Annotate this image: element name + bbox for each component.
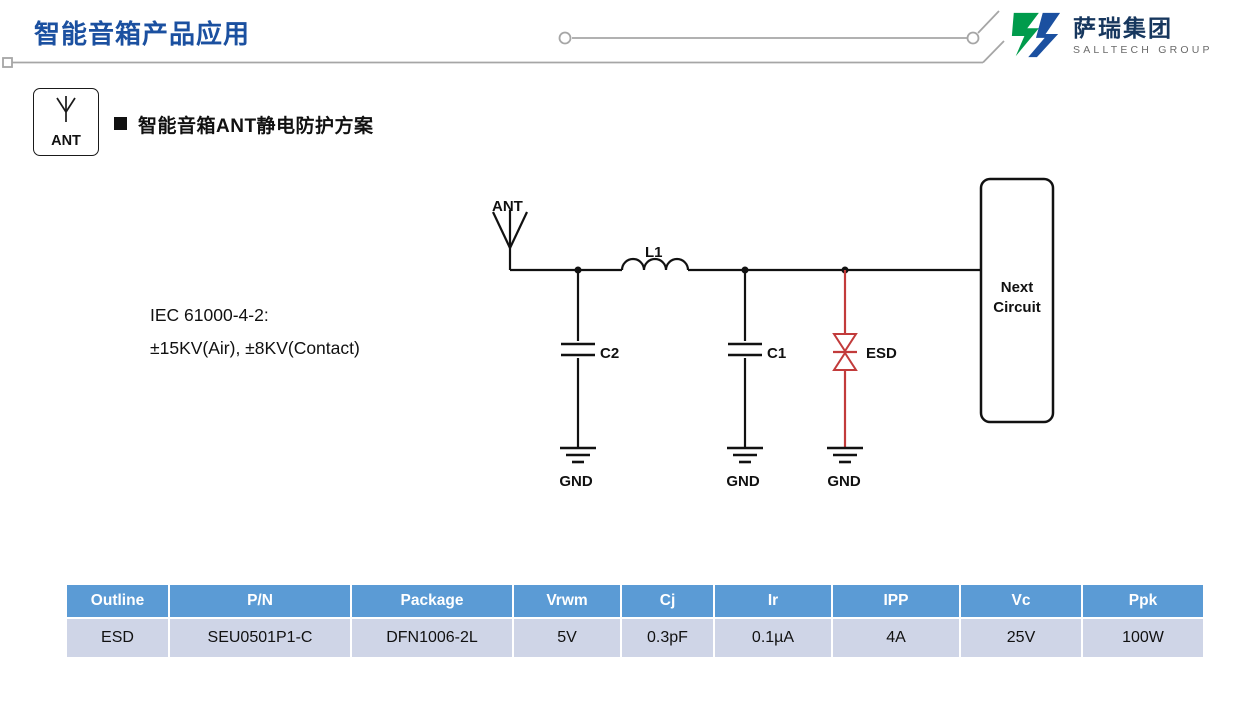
logo-name-cn: 萨瑞集团: [1073, 14, 1173, 41]
iec-note: IEC 61000-4-2: ±15KV(Air), ±8KV(Contact): [150, 299, 360, 365]
decor-circle-right: [966, 31, 980, 45]
gnd-label-2: GND: [726, 473, 760, 490]
spec-table-header-row: Outline P/N Package Vrwm Cj Ir IPP Vc Pp…: [65, 583, 1205, 619]
decor-circle-left: [558, 31, 572, 45]
ant-box-label: ANT: [51, 133, 81, 149]
inductor-l1: [620, 257, 690, 271]
section-heading: 智能音箱ANT静电防护方案: [114, 111, 374, 138]
gnd-symbol-c1: [727, 446, 763, 464]
section-heading-text: 智能音箱ANT静电防护方案: [138, 116, 374, 137]
capacitor-c2: [561, 270, 595, 448]
logo-name-en: SALLTECH GROUP: [1073, 43, 1213, 56]
cell-package: DFN1006-2L: [350, 617, 514, 659]
cell-cj: 0.3pF: [620, 617, 715, 659]
logo: 萨瑞集团 SALLTECH GROUP: [1006, 8, 1213, 62]
spec-table: Outline P/N Package Vrwm Cj Ir IPP Vc Pp…: [65, 583, 1205, 659]
c2-label: C2: [600, 345, 619, 362]
spec-table-data-row: ESD SEU0501P1-C DFN1006-2L 5V 0.3pF 0.1µ…: [65, 617, 1205, 659]
col-header-package: Package: [350, 583, 514, 619]
logo-mark-icon: [1011, 12, 1061, 58]
antenna-symbol: [492, 210, 528, 270]
decor-square: [2, 57, 13, 68]
logo-text: 萨瑞集团 SALLTECH GROUP: [1073, 15, 1213, 56]
cell-vrwm: 5V: [512, 617, 622, 659]
esd-label: ESD: [866, 345, 897, 362]
l1-label: L1: [645, 244, 663, 261]
cell-vc: 25V: [959, 617, 1083, 659]
cell-ipp: 4A: [831, 617, 961, 659]
esd-tvs-diode: [832, 270, 858, 448]
col-header-ppk: Ppk: [1081, 583, 1205, 619]
next-circuit-label-line1: Next: [1001, 279, 1034, 296]
col-header-outline: Outline: [65, 583, 170, 619]
col-header-vrwm: Vrwm: [512, 583, 622, 619]
next-circuit-box: [979, 177, 1055, 424]
col-header-ipp: IPP: [831, 583, 961, 619]
gnd-symbol-esd: [827, 446, 863, 464]
c1-label: C1: [767, 345, 786, 362]
bullet-square-icon: [114, 117, 127, 130]
page-title: 智能音箱产品应用: [34, 19, 251, 49]
iec-note-line1: IEC 61000-4-2:: [150, 305, 269, 325]
circuit-diagram: ANT L1 C2: [492, 177, 1055, 490]
ant-label: ANT: [492, 198, 523, 215]
col-header-pn: P/N: [168, 583, 352, 619]
gnd-symbol-c2: [560, 446, 596, 464]
col-header-ir: Ir: [713, 583, 833, 619]
cell-ir: 0.1µA: [713, 617, 833, 659]
next-circuit-label-line2: Circuit: [993, 299, 1041, 316]
gnd-label-3: GND: [827, 473, 861, 490]
iec-note-line2: ±15KV(Air), ±8KV(Contact): [150, 338, 360, 358]
cell-pn: SEU0501P1-C: [168, 617, 352, 659]
antenna-icon: [56, 96, 76, 122]
cell-ppk: 100W: [1081, 617, 1205, 659]
cell-outline: ESD: [65, 617, 170, 659]
decorative-lines: [2, 10, 1005, 68]
ant-icon-box: ANT: [33, 88, 99, 156]
col-header-vc: Vc: [959, 583, 1083, 619]
gnd-label-1: GND: [559, 473, 593, 490]
capacitor-c1: [728, 270, 762, 448]
col-header-cj: Cj: [620, 583, 715, 619]
